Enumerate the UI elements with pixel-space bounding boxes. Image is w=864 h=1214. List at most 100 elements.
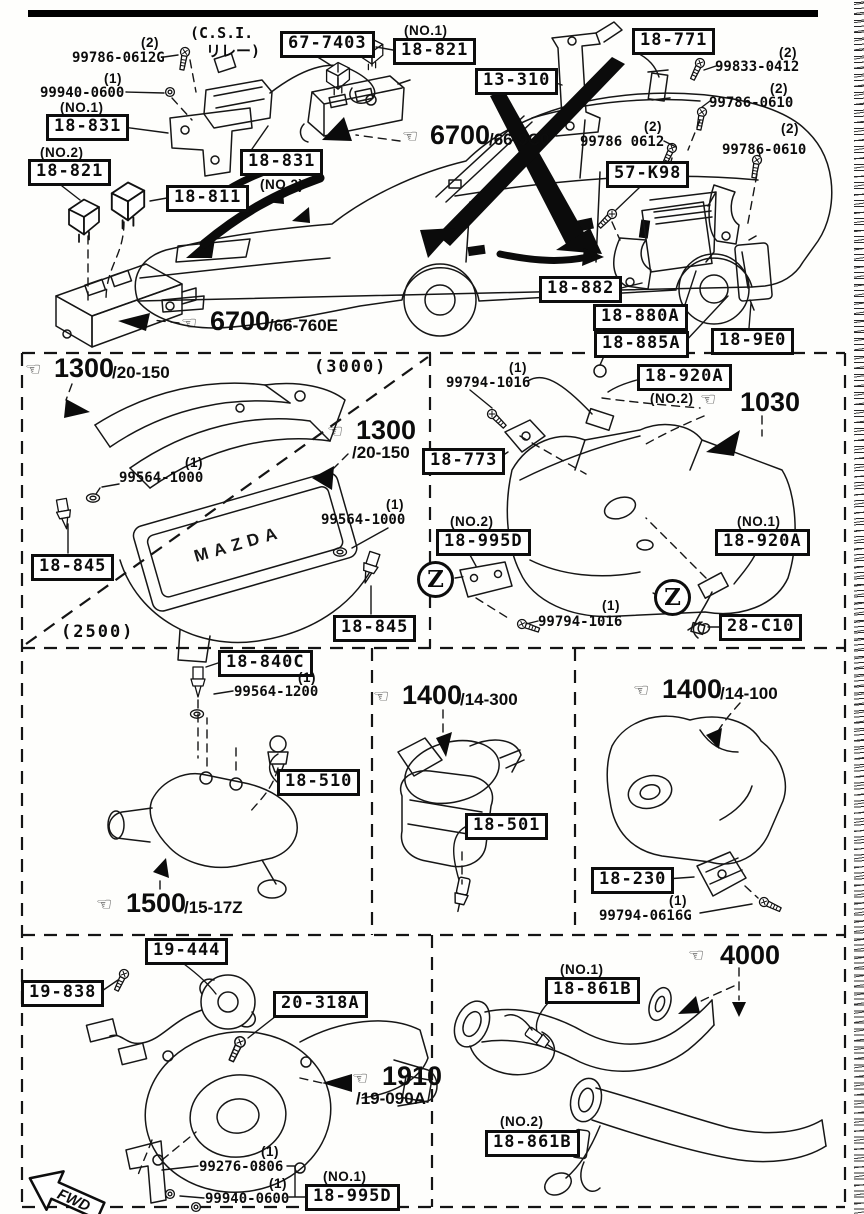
hand-pointer-icon: ☞ [402, 126, 419, 147]
part-callout-18-845-right[interactable]: 18-845 [333, 615, 417, 642]
part-callout-18-230[interactable]: 18-230 [591, 867, 675, 894]
engine-variant-2500: (2500) [61, 622, 135, 642]
variant-note: (NO.1) [323, 1169, 367, 1184]
fastener-number: 99794-0616G [599, 908, 692, 924]
part-callout-18-821-no2[interactable]: 18-821 [28, 159, 112, 186]
qty-note: (1) [261, 1144, 279, 1159]
relay-block-drawing [299, 38, 411, 143]
dashed-lines [65, 43, 763, 1179]
csi-relay-note-line1: (C.S.I. [190, 24, 254, 42]
group-ref-1910: 1910 [382, 1061, 443, 1091]
part-callout-18-840c[interactable]: 18-840C [218, 650, 313, 677]
thermostat-housing-drawing [107, 666, 298, 899]
scan-noise-strip [854, 0, 864, 1214]
fastener-number: 99940-0600 [205, 1191, 290, 1207]
fastener-number: 99940-0600 [40, 85, 125, 101]
group-ref-4000: 4000 [720, 940, 781, 970]
part-callout-18-882[interactable]: 18-882 [539, 276, 623, 303]
qty-note: (1) [104, 71, 122, 86]
part-callout-18-771[interactable]: 18-771 [632, 28, 716, 55]
part-callout-18-995d-no1[interactable]: 18-995D [305, 1184, 400, 1211]
qty-note: (2) [779, 45, 797, 60]
group-ref-1300-b: 1300 [356, 415, 417, 445]
part-callout-19-444[interactable]: 19-444 [145, 938, 229, 965]
variant-note: (NO.2) [40, 145, 84, 160]
part-callout-13-310[interactable]: 13-310 [475, 68, 559, 95]
bracket-ecu-drawing [551, 21, 773, 311]
zone-marker-z: Z [654, 579, 691, 616]
qty-note: (1) [509, 360, 527, 375]
part-callout-18-885a[interactable]: 18-885A [594, 331, 689, 358]
fastener-number: 99794-1016 [538, 614, 623, 630]
part-callout-18-861b-no1[interactable]: 18-861B [545, 977, 640, 1004]
group-ref-1300-a: 1300 [54, 353, 115, 383]
part-callout-57-k98[interactable]: 57-K98 [606, 161, 690, 188]
qty-note: (1) [602, 598, 620, 613]
part-callout-18-845-left[interactable]: 18-845 [31, 554, 115, 581]
fastener-number: 99786-0610 [722, 142, 807, 158]
fastener-number: 99564-1000 [119, 470, 204, 486]
part-callout-18-811[interactable]: 18-811 [166, 185, 250, 212]
part-callout-18-995d-no2[interactable]: 18-995D [436, 529, 531, 556]
part-callout-18-831-no2[interactable]: 18-831 [240, 149, 324, 176]
part-callout-18-501[interactable]: 18-501 [465, 813, 549, 840]
part-callout-18-9e0[interactable]: 18-9E0 [711, 328, 795, 355]
group-ref-suffix: /19-090A [356, 1089, 426, 1108]
qty-note: (1) [298, 670, 316, 685]
group-ref-suffix: /20-150 [352, 443, 410, 462]
group-ref-suffix: /14-100 [720, 684, 778, 703]
part-callout-18-773[interactable]: 18-773 [422, 448, 506, 475]
qty-note: (1) [386, 497, 404, 512]
variant-note: (NO.2) [260, 177, 304, 192]
variant-note: (NO.2) [450, 514, 494, 529]
variant-note: (NO.1) [560, 962, 604, 977]
hand-pointer-icon: ☞ [96, 894, 113, 915]
hand-pointer-icon: ☞ [688, 945, 705, 966]
fastener-number: 99786 0612 [580, 134, 665, 150]
group-ref-suffix: /66-760E [269, 316, 338, 335]
group-ref-suffix: /66-9C0 [489, 130, 550, 149]
part-callout-20-318a[interactable]: 20-318A [273, 991, 368, 1018]
group-ref-suffix: /15-17Z [184, 898, 243, 917]
engine-variant-3000: (3000) [314, 357, 388, 377]
small-arrowheads [64, 399, 746, 1092]
fwd-arrow: FWD [28, 1170, 106, 1214]
csi-relay-drawing [164, 46, 377, 177]
variant-note: (NO.1) [404, 23, 448, 38]
group-ref-6700-module: 6700 [210, 306, 271, 336]
exhaust-drawing [453, 986, 827, 1196]
fastener-number: 99564-1000 [321, 512, 406, 528]
part-callout-19-838[interactable]: 19-838 [21, 980, 105, 1007]
part-callout-28-c10[interactable]: 28-C10 [719, 614, 803, 641]
fastener-number: 99564-1200 [234, 684, 319, 700]
zone-marker-z: Z [417, 561, 454, 598]
qty-note: (2) [644, 119, 662, 134]
fastener-number: 99786-0610 [709, 95, 794, 111]
variant-note: (NO.2) [500, 1114, 544, 1129]
fastener-number: 99786-0612G [72, 50, 165, 66]
variant-note: (NO.1) [60, 100, 104, 115]
part-callout-18-861b-no2[interactable]: 18-861B [485, 1130, 580, 1157]
csi-relay-note-line2: リレー) [206, 42, 261, 60]
qty-note: (1) [185, 455, 203, 470]
variant-note: (NO.2) [650, 391, 694, 406]
relay-module-drawing [55, 181, 197, 348]
part-callout-18-920a-no2[interactable]: 18-920A [637, 364, 732, 391]
leader-lines [61, 46, 761, 1199]
transmission-drawing [85, 967, 438, 1213]
part-callout-18-831-no1[interactable]: 18-831 [46, 114, 130, 141]
part-callout-18-821-no1[interactable]: 18-821 [393, 38, 477, 65]
group-ref-1400-egr: 1400 [402, 680, 463, 710]
qty-note: (2) [141, 35, 159, 50]
qty-note: (1) [269, 1176, 287, 1191]
hand-pointer-icon: ☞ [633, 680, 650, 701]
part-callout-18-920a-no1[interactable]: 18-920A [715, 529, 810, 556]
hand-pointer-icon: ☞ [352, 1068, 369, 1089]
top-rule-bar [28, 10, 818, 17]
group-ref-1400-mount: 1400 [662, 674, 723, 704]
group-ref-1500: 1500 [126, 888, 187, 918]
part-callout-18-510[interactable]: 18-510 [277, 769, 361, 796]
part-callout-18-880a[interactable]: 18-880A [593, 304, 688, 331]
part-callout-67-7403[interactable]: 67-7403 [280, 31, 375, 58]
